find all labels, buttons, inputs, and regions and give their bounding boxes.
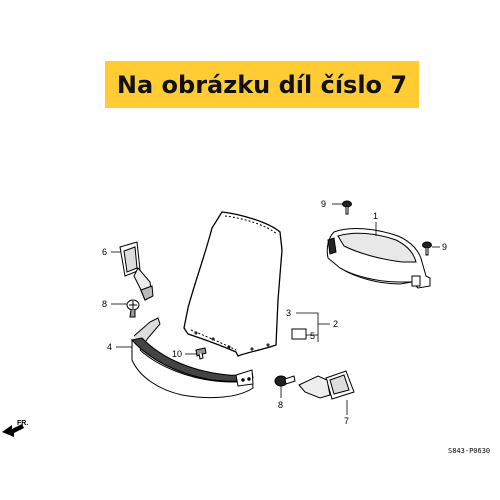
windscreen-part [183,211,283,357]
callout-2: 2 [333,319,338,329]
top-screw-part [342,200,352,215]
front-direction-arrow-icon [2,424,24,437]
diagram-code: S843-P0630 [448,447,490,455]
side-screw-part [422,241,432,256]
callout-9-side: 9 [442,242,447,252]
banner-text: Na obrázku díl číslo 7 [116,70,408,99]
title-banner: Na obrázku díl číslo 7 [105,61,419,108]
cowl-trim-part [131,317,254,399]
callout-5: 5 [310,331,315,341]
label-plate-part [291,328,307,340]
callout-9-top: 9 [321,199,326,209]
callout-1: 1 [373,211,378,221]
callout-4: 4 [107,342,112,352]
callout-8-left: 8 [102,299,107,309]
left-mirror-part [119,241,154,301]
clip-part [195,347,207,360]
leader-lines [111,203,440,415]
callout-10: 10 [172,349,182,359]
direction-label: FR. [17,420,28,427]
right-mirror-part [298,370,355,400]
meter-visor-part [326,228,431,289]
bottom-screw-part [274,375,296,387]
callout-6: 6 [102,247,107,257]
callout-3: 3 [286,308,291,318]
callout-7: 7 [344,416,349,426]
callout-8-bottom: 8 [278,400,283,410]
left-screw-part [126,299,140,318]
